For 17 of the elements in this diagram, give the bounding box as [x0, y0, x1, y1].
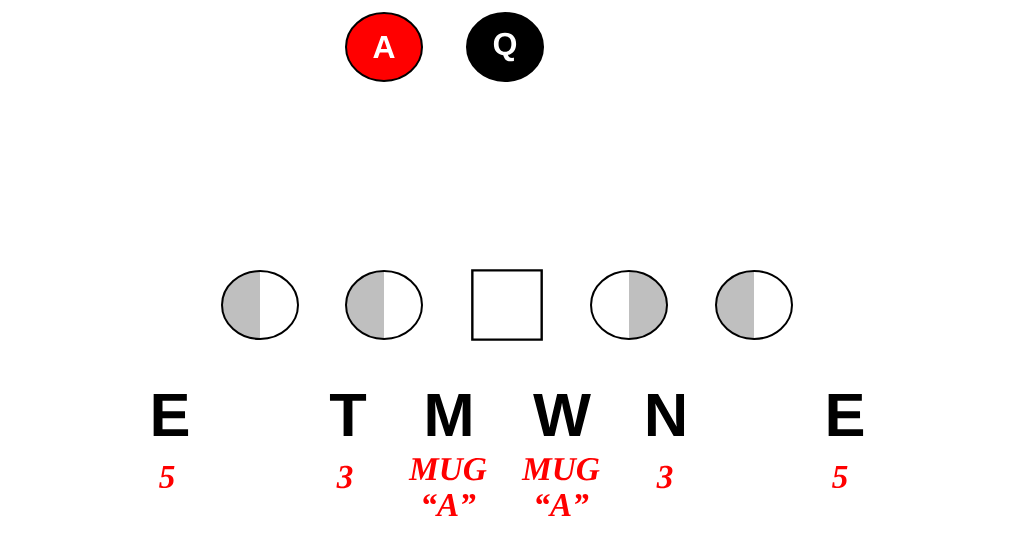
position-letter: N	[647, 393, 684, 437]
position-letter: M	[427, 393, 471, 437]
lineman-circle	[345, 270, 423, 340]
lineman-circle	[715, 270, 793, 340]
position-letter: T	[329, 393, 367, 437]
assignment-label: 5	[159, 465, 175, 489]
assignment-label: MUG “A”	[408, 458, 487, 517]
assignment-label: MUG “A”	[521, 458, 600, 517]
assignment-label: 5	[832, 465, 848, 489]
position-letter: W	[533, 393, 591, 437]
assignment-label: 3	[656, 465, 673, 489]
lineman-circle	[590, 270, 668, 340]
position-letter: E	[828, 393, 864, 437]
position-letter: E	[153, 393, 189, 437]
center-square	[471, 269, 543, 341]
lineman-circle	[221, 270, 299, 340]
assignment-label: 3	[336, 465, 353, 489]
